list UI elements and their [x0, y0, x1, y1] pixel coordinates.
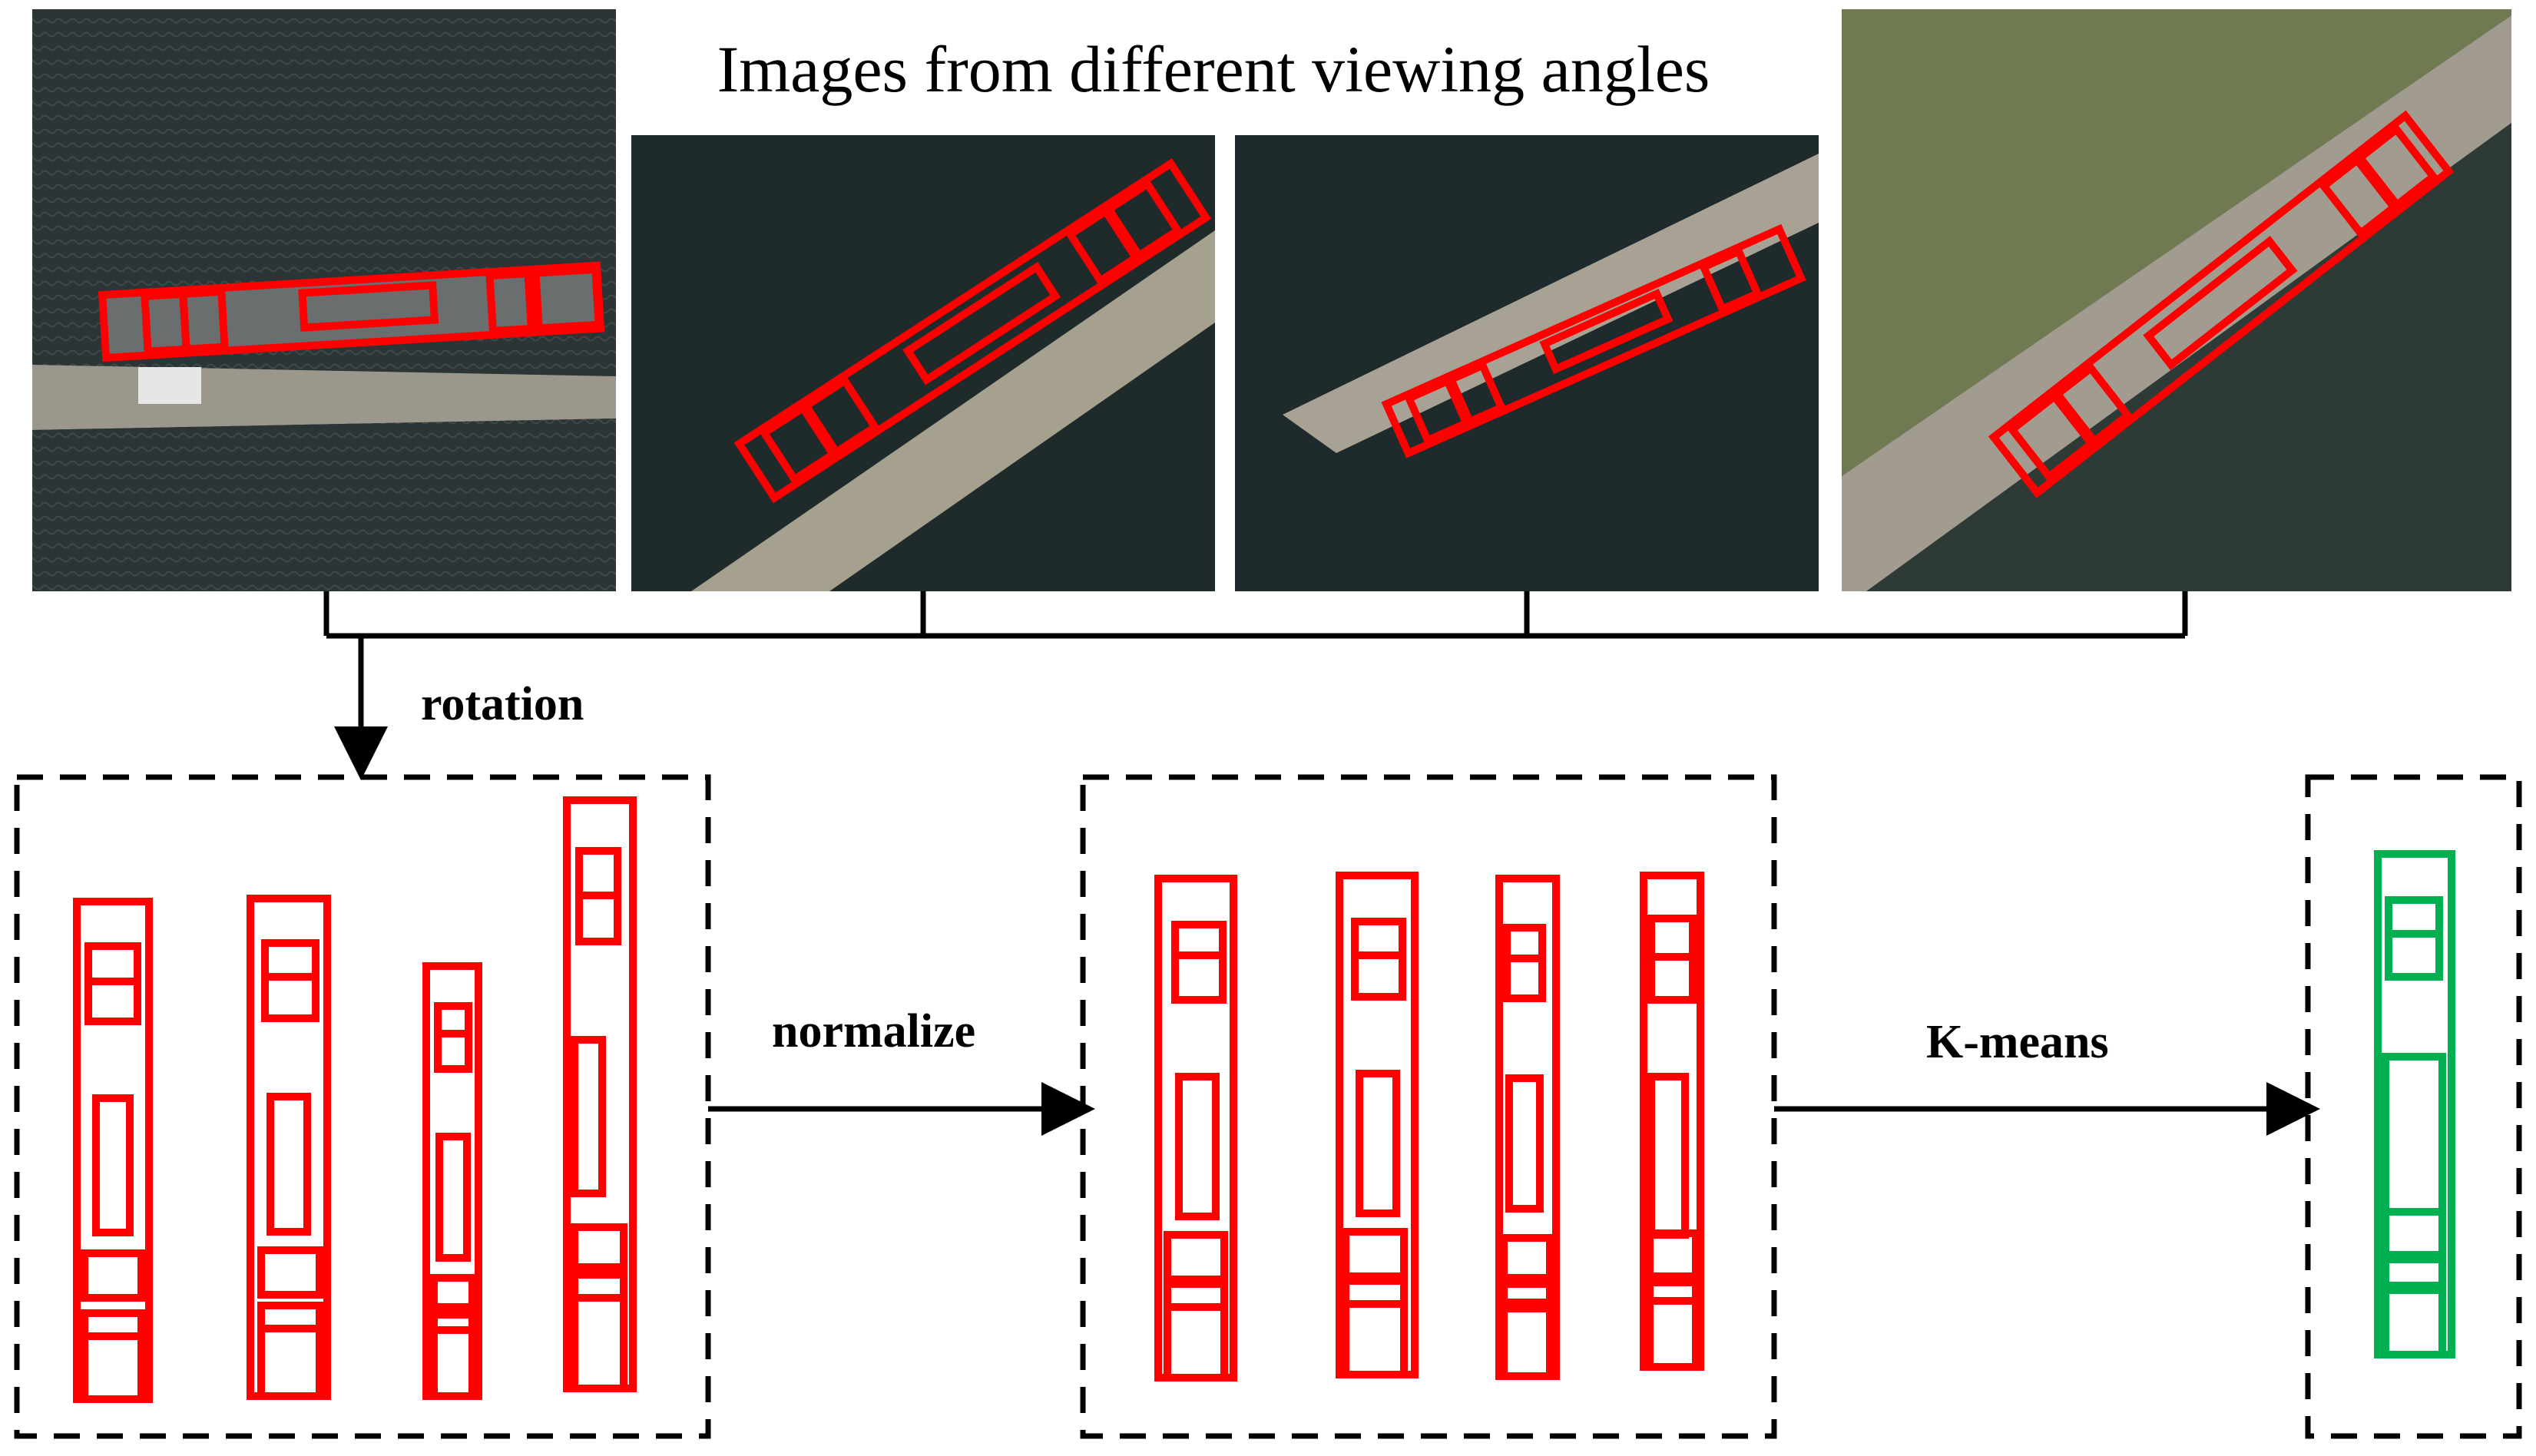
rotated-box-set-2 — [247, 895, 331, 1400]
rotation-label: rotation — [421, 678, 584, 730]
ship-bounding-boxes-1 — [98, 261, 605, 362]
kmeans-result-container — [2305, 774, 2522, 1439]
kmeans-cluster-box-set — [2374, 850, 2455, 1358]
rotated-box-set-1 — [73, 898, 153, 1403]
ship-bounding-boxes-4 — [1988, 110, 2455, 498]
merge-bracket — [323, 591, 2188, 639]
rotated-boxes-container — [14, 774, 711, 1439]
normalized-box-set-3 — [1495, 875, 1560, 1380]
ship-bounding-boxes-3 — [1381, 223, 1806, 458]
satellite-image-2 — [631, 135, 1215, 591]
figure-title: Images from different viewing angles — [717, 32, 1710, 106]
rotated-box-set-4 — [563, 796, 637, 1392]
kmeans-label: K-means — [1926, 1016, 2109, 1068]
satellite-image-3 — [1235, 135, 1819, 591]
normalized-box-set-1 — [1154, 875, 1237, 1382]
normalized-box-set-4 — [1640, 872, 1704, 1371]
title-background — [631, 9, 1828, 135]
normalize-label: normalize — [772, 1005, 976, 1057]
satellite-image-1 — [32, 9, 616, 591]
rotated-box-set-3 — [422, 962, 482, 1400]
satellite-image-4 — [1842, 9, 2511, 591]
ship-bounding-boxes-2 — [733, 158, 1212, 504]
normalized-box-set-2 — [1336, 872, 1419, 1378]
